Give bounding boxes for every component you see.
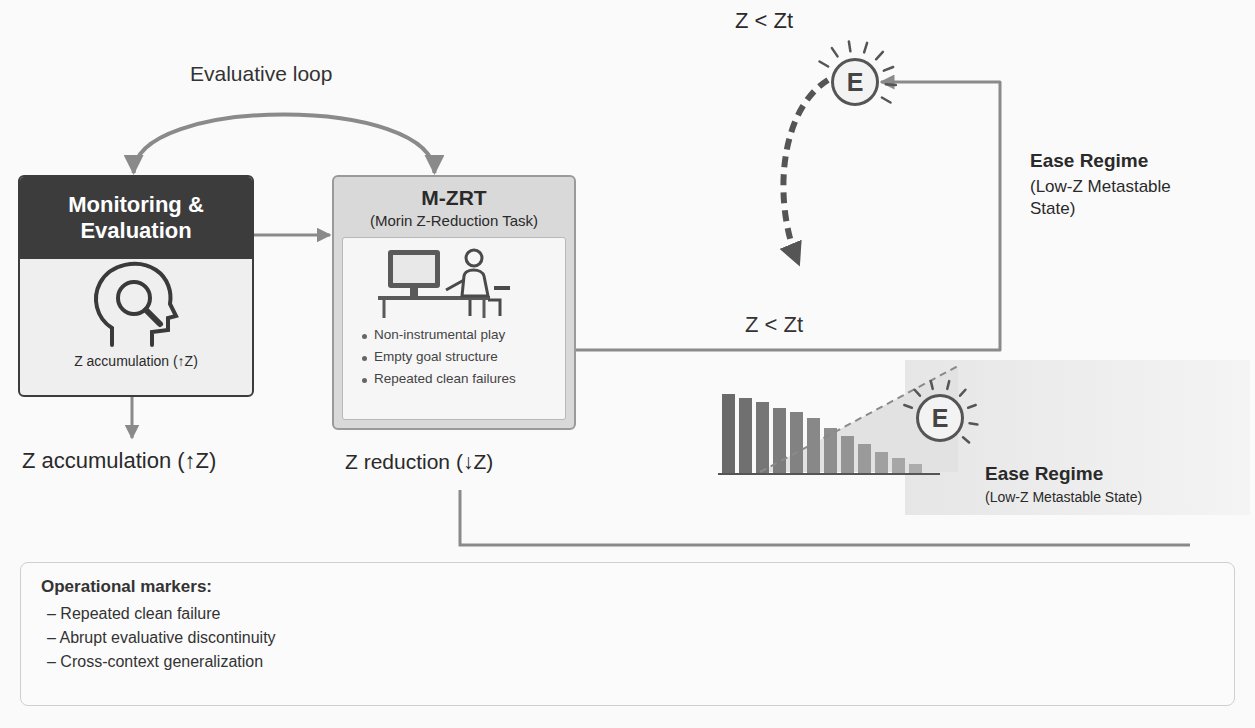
bar (756, 402, 769, 474)
node-text: Repeated clean failures (374, 371, 516, 386)
ray (849, 41, 850, 51)
bar (739, 398, 752, 474)
node-text: Monitoring & Evaluation (20, 192, 252, 245)
node-text: (Morin Z-Reduction Task) (334, 212, 574, 229)
annotation-label: (Low-Z Metastable State) (985, 489, 1142, 505)
bullet-dot (362, 356, 367, 361)
node-text: – Cross-context generalization (47, 653, 263, 671)
annotation-label: Ease Regime (985, 463, 1103, 485)
ray (947, 381, 949, 389)
task-box: M-ZRT (Morin Z-Reduction Task) Non-instrum… (332, 175, 576, 430)
sun-rays (819, 41, 977, 442)
bar (841, 436, 854, 474)
annotation-label: Z accumulation (↑Z) (22, 448, 216, 474)
head-magnifier-icon (96, 264, 176, 345)
node-text: Z accumulation (↑Z) (20, 353, 252, 369)
ray (915, 390, 920, 396)
ray (864, 43, 867, 53)
state-circle: E (916, 394, 964, 442)
edge-label: Evaluative loop (190, 62, 332, 86)
ray (931, 381, 933, 389)
chart-baseline (718, 473, 940, 475)
process-box: Monitoring & Evaluation Z accumulation (↑… (18, 175, 254, 397)
node-text: – Repeated clean failure (47, 605, 220, 623)
ray (819, 62, 828, 67)
state-circle: E (831, 58, 879, 106)
connector-arrow (254, 234, 330, 237)
node-text: E (847, 68, 864, 97)
bar (807, 418, 820, 474)
bar (875, 452, 888, 474)
bar (858, 444, 871, 474)
bar (909, 464, 922, 474)
return-dashed-arrow (783, 80, 828, 262)
node-text: Non-instrumental play (374, 327, 505, 342)
bullet-dot (362, 334, 367, 339)
node-text: Empty goal structure (374, 349, 498, 364)
computer-user-icon (378, 250, 510, 318)
ray (960, 390, 965, 396)
bar (892, 458, 905, 474)
ray (882, 98, 891, 103)
ray (884, 67, 893, 71)
node-text: E (932, 404, 949, 433)
box-header: Monitoring & Evaluation (20, 177, 252, 259)
markers-panel: Operational markers: – Repeated clean fai… (20, 562, 1235, 706)
annotation-label: Z < Zt (735, 8, 793, 34)
connector-arrow (576, 82, 1000, 350)
ray (886, 83, 896, 86)
bar (722, 394, 735, 474)
edge-label: Z < Zt (745, 312, 803, 338)
annotation-label: Ease Regime (1030, 150, 1148, 172)
bar-chart (722, 394, 922, 474)
bullet-dot (362, 378, 367, 383)
bar (824, 428, 837, 474)
annotation-label: Z reduction (↓Z) (345, 450, 493, 474)
flow-lines (132, 397, 1190, 545)
ray (968, 405, 976, 408)
node-text: M-ZRT (334, 186, 574, 210)
ray (904, 405, 912, 408)
ray (876, 52, 883, 59)
bar (790, 412, 803, 474)
ray (970, 423, 978, 424)
annotation-label: (Low-Z Metastable State) (1030, 176, 1180, 220)
node-text: Operational markers: (41, 577, 212, 597)
ray (963, 437, 969, 442)
connector-arrow (134, 115, 435, 174)
ray (832, 48, 838, 56)
node-text: – Abrupt evaluative discontinuity (47, 629, 276, 647)
